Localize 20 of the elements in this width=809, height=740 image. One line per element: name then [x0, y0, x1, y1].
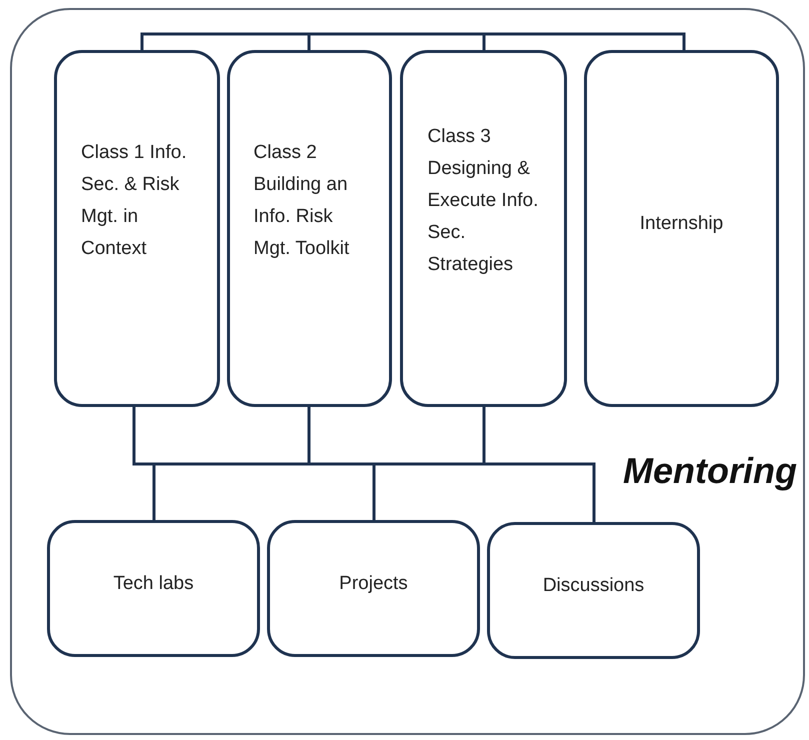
process-box	[267, 520, 480, 657]
box-label: Internship	[640, 212, 724, 236]
box-label: Discussions	[542, 574, 644, 598]
group-heading: Mentoring	[623, 450, 797, 492]
group-frame	[10, 8, 805, 735]
connector-line	[482, 32, 686, 50]
process-box	[400, 50, 567, 407]
process-box	[227, 50, 392, 407]
connector-line	[140, 32, 310, 50]
box-label: Class 3 Designing & Execute Info. Sec. Strategies	[428, 125, 540, 277]
connector-line	[308, 32, 486, 50]
process-box	[54, 50, 220, 407]
box-label: Class 2 Building an Info. Risk Mgt. Toolkit	[254, 141, 350, 261]
process-box	[584, 50, 779, 407]
connector-line	[482, 407, 596, 522]
box-label: Class 1 Info. Sec. & Risk Mgt. in Context	[81, 141, 188, 261]
process-box	[487, 522, 700, 659]
process-box	[47, 520, 260, 657]
box-label: Tech labs	[113, 572, 194, 596]
box-label: Projects	[339, 572, 408, 596]
